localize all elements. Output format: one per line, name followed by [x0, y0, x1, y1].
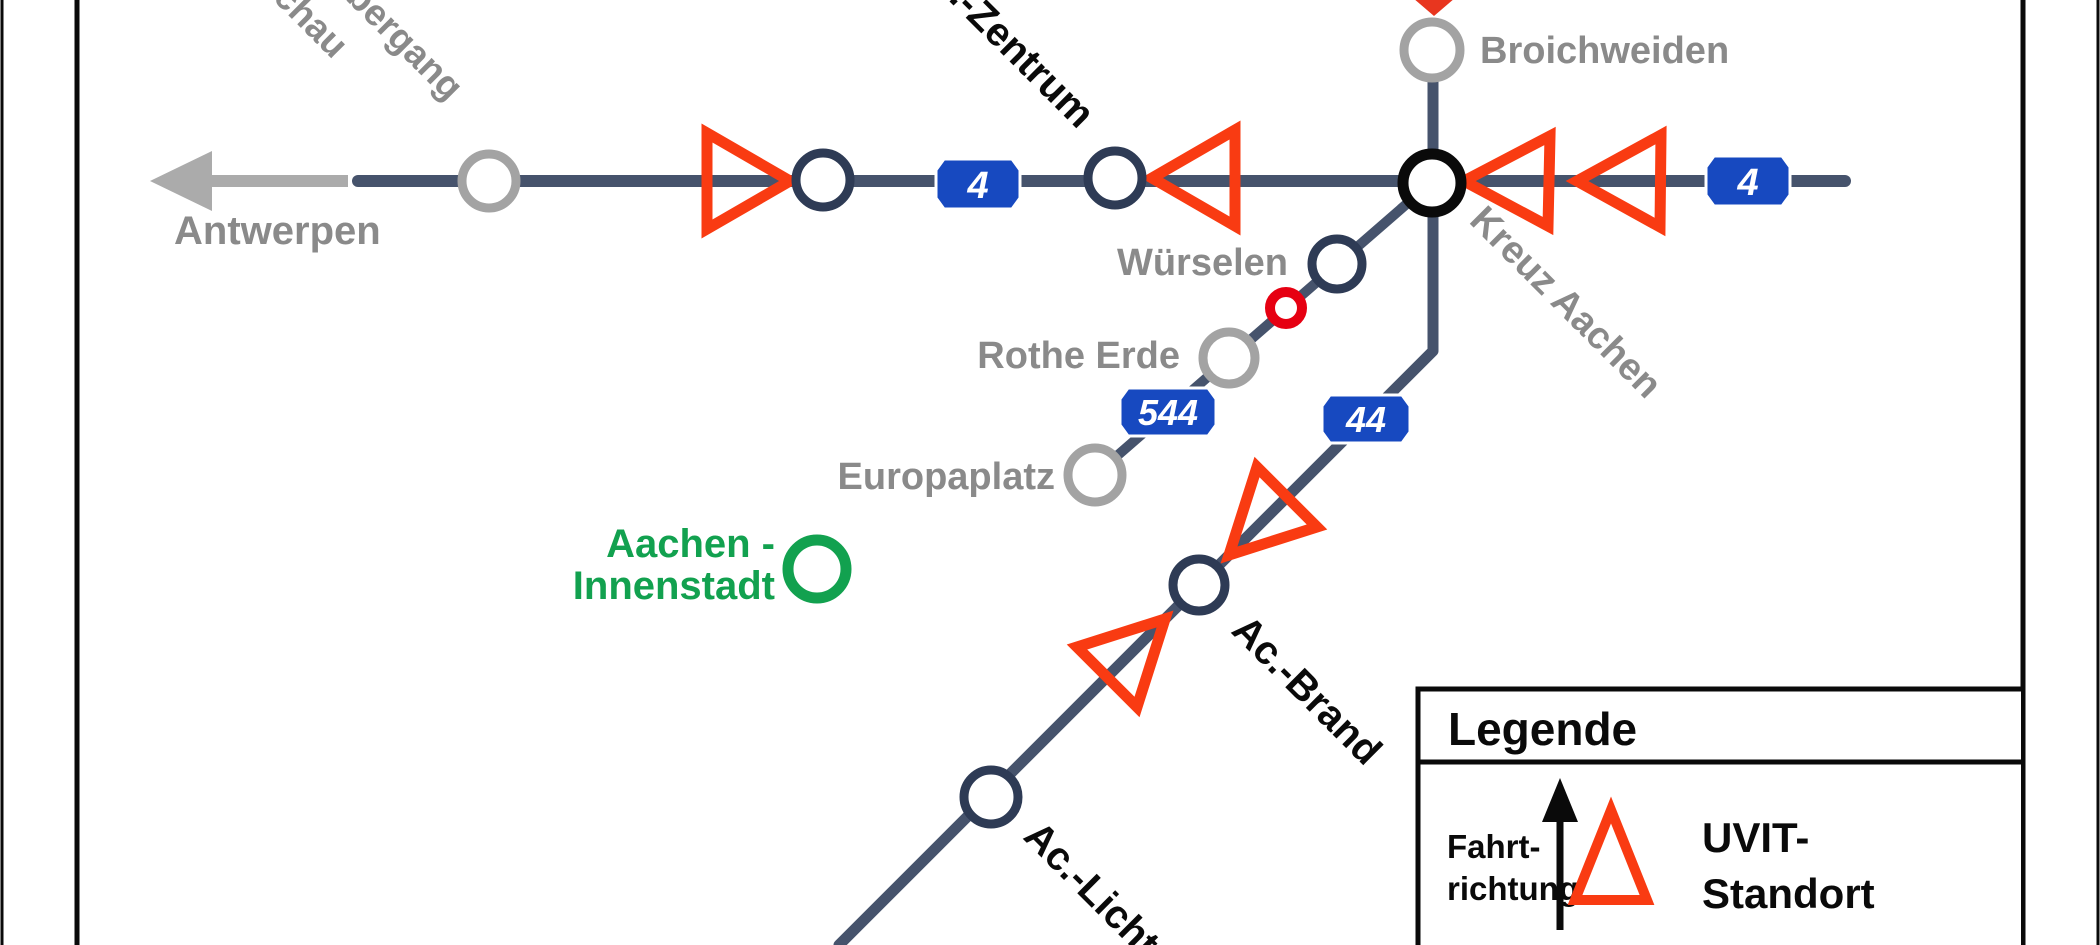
legend-title: Legende — [1448, 703, 1637, 755]
motorway-badge-a544: 544 — [1118, 386, 1218, 438]
label-europaplatz: Europaplatz — [838, 456, 1055, 498]
incident-circle-red — [1265, 287, 1307, 329]
station-circle-ac-zentrum — [1083, 146, 1147, 210]
junction-circle-kreuz-aachen — [1397, 148, 1467, 218]
uvit-triangle-icon — [1141, 120, 1241, 236]
uvit-triangle-icon — [1565, 125, 1667, 237]
motorway-badge-a4-east: 4 — [1704, 154, 1792, 208]
legend-box: Legende Fahrt- richtung UVIT- Standort — [1415, 686, 2021, 945]
legend-background — [1418, 689, 2021, 945]
badge-number: 4 — [966, 165, 988, 207]
station-circle-gray — [457, 149, 521, 213]
station-circle-ac-brand — [1168, 554, 1230, 616]
uvit-triangle-icon — [1567, 796, 1655, 905]
direction-arrow-icon — [1542, 778, 1578, 930]
station-circle-wuerselen — [1307, 234, 1367, 294]
uvit-triangle-icon — [701, 123, 801, 239]
badge-number: 44 — [1345, 399, 1386, 440]
station-circle-europaplatz — [1063, 443, 1127, 507]
station-circle-dark — [791, 148, 855, 212]
label-aachen-innenstadt-line1: Aachen - — [606, 522, 775, 566]
label-wuerselen: Würselen — [1117, 242, 1288, 284]
label-aachen-innenstadt-line2: Innenstadt — [573, 564, 775, 608]
uvit-triangle-icon — [1452, 126, 1556, 236]
legend-uvit-label-line2: Standort — [1702, 870, 1875, 917]
antwerpen-direction-arrow-icon — [150, 151, 348, 211]
motorway-badge-a4-west: 4 — [934, 157, 1022, 211]
uvit-triangle-icon — [1220, 456, 1328, 564]
uvit-triangle-icon — [1066, 610, 1174, 718]
label-broichweiden: Broichweiden — [1480, 30, 1729, 72]
station-circle-ac-lichtenbusch — [959, 765, 1023, 829]
station-circle-aachen-innenstadt — [782, 534, 852, 604]
station-circle-broichweiden — [1399, 17, 1465, 83]
badge-number: 4 — [1736, 162, 1758, 204]
label-antwerpen: Antwerpen — [174, 209, 381, 253]
legend-border — [1415, 686, 2021, 945]
legend-direction-label-line1: Fahrt- — [1447, 828, 1541, 865]
station-circle-rothe-erde — [1198, 327, 1260, 389]
down-arrow-icon — [1415, 0, 1453, 16]
label-rothe-erde: Rothe Erde — [977, 335, 1180, 377]
badge-number: 544 — [1138, 392, 1198, 433]
legend-uvit-label-line1: UVIT- — [1702, 814, 1809, 861]
motorway-badge-a44: 44 — [1320, 393, 1412, 445]
